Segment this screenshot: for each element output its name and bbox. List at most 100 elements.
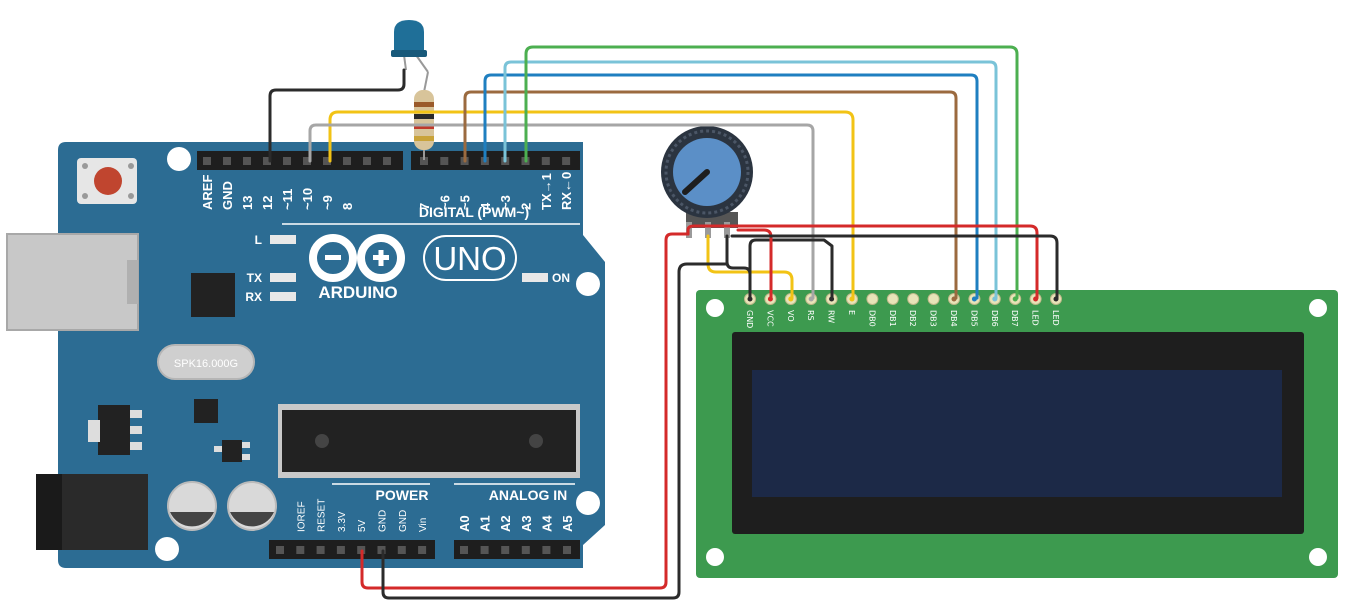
capacitor [167, 481, 217, 531]
mount-hole [167, 147, 191, 171]
header-hole [263, 157, 271, 165]
voltage-regulator [88, 405, 142, 455]
header-hole [397, 546, 406, 554]
power-pin-label: IOREF [296, 501, 307, 532]
power-header [269, 540, 580, 559]
lcd-pin-label: GND [745, 310, 754, 328]
led-l-label: L [255, 233, 262, 247]
power-pin-label: GND [398, 510, 409, 532]
header-hole [336, 546, 345, 554]
header-hole [542, 546, 551, 554]
lcd-screen [752, 370, 1282, 497]
power-pin-label: GND [378, 510, 389, 532]
lcd-mount-hole [706, 548, 724, 566]
transistor [214, 440, 250, 462]
wire-5v-vcc [360, 232, 690, 590]
mount-hole [576, 272, 600, 296]
dc-power-jack [36, 474, 148, 550]
atmega-microcontroller [278, 404, 580, 478]
wires [268, 45, 1059, 600]
digital-pin-label: ~6 [437, 195, 452, 210]
header-hole [418, 546, 427, 554]
digital-pin-label: 2 [519, 203, 534, 210]
header-hole [323, 157, 331, 165]
power-pin-label: Vin [418, 518, 429, 532]
wire-gnd-led [730, 234, 1059, 300]
led-on-label: ON [552, 271, 570, 285]
lcd-pin [866, 293, 879, 305]
digital-pin-label: ~11 [280, 189, 295, 210]
arduino-uno-board: SPK16.000G ARDUINO [6, 142, 605, 568]
digital-pin-label: ~9 [320, 195, 335, 210]
digital-pin-label: AREF [200, 175, 215, 210]
wire-pin5-db4 [463, 90, 958, 300]
blue-led [391, 20, 429, 73]
wire-pin2-db7 [524, 45, 1019, 300]
digital-pin-label: GND [220, 181, 235, 210]
header-hole [562, 157, 571, 165]
digital-pin-label: ~3 [498, 195, 513, 210]
analog-pin-label: A4 [539, 515, 554, 532]
lcd-mount-hole [1309, 299, 1327, 317]
potentiometer[interactable] [661, 126, 753, 238]
digital-pin-label: ~10 [300, 188, 315, 210]
header-hole [283, 157, 291, 165]
header-hole [383, 157, 391, 165]
lcd-pin-label: DB4 [949, 310, 958, 327]
model-badge: UNO [423, 235, 517, 281]
digital-header [197, 151, 580, 170]
header-hole [363, 157, 371, 165]
capacitor [227, 481, 277, 531]
wire-pin3-db6 [503, 60, 998, 300]
wire-gnd-rw [748, 238, 834, 300]
wire-pin4-db5 [483, 73, 979, 300]
header-hole [460, 546, 468, 554]
header-hole [501, 546, 510, 554]
mount-hole [576, 491, 600, 515]
reset-button[interactable] [77, 158, 137, 204]
lcd-pin-label: DB2 [908, 310, 917, 327]
power-pin-label: 5V [357, 519, 368, 532]
lcd-pin-label: RW [827, 310, 836, 323]
small-chip [194, 399, 218, 423]
arduino-logo [309, 234, 405, 282]
digital-pin-label: 4 [478, 202, 493, 210]
wire-led-gnd [268, 68, 406, 163]
lcd-pin [927, 293, 940, 305]
wire-pot-gnd [725, 234, 752, 300]
header-hole [541, 157, 550, 165]
brand-label: ARDUINO [318, 283, 397, 302]
lcd-mount-hole [1309, 548, 1327, 566]
lcd-pin-label: RS [806, 310, 815, 321]
analog-pin-label: A2 [498, 515, 513, 532]
lcd-pin-label: DB0 [867, 310, 876, 327]
resistor [414, 71, 434, 160]
header-hole [203, 157, 211, 165]
power-header-holes [276, 546, 571, 554]
lcd-pin-label: DB1 [888, 310, 897, 327]
lcd-mount-hole [706, 299, 724, 317]
digital-pin-label: TX→1 [539, 173, 554, 210]
digital-pin-label: 8 [340, 203, 355, 210]
digital-pin-label: ~5 [458, 195, 473, 210]
lcd-pin-label: DB6 [990, 310, 999, 327]
header-hole [223, 157, 231, 165]
lcd-pin [907, 293, 920, 305]
power-section-label: POWER [376, 487, 429, 503]
header-hole [563, 546, 571, 554]
digital-pin-label: RX←0 [559, 172, 574, 210]
digital-pin-label: 13 [240, 196, 255, 210]
lcd-pin-label: LED [1031, 310, 1040, 326]
header-hole [440, 157, 449, 165]
header-hole [303, 157, 311, 165]
model-label: UNO [433, 240, 506, 277]
header-hole [316, 546, 325, 554]
led-tx-label: TX [247, 271, 262, 285]
header-hole [276, 546, 284, 554]
wire-5v-lcd [686, 224, 1039, 300]
usb-chip [191, 273, 235, 317]
crystal-oscillator: SPK16.000G [157, 344, 255, 380]
